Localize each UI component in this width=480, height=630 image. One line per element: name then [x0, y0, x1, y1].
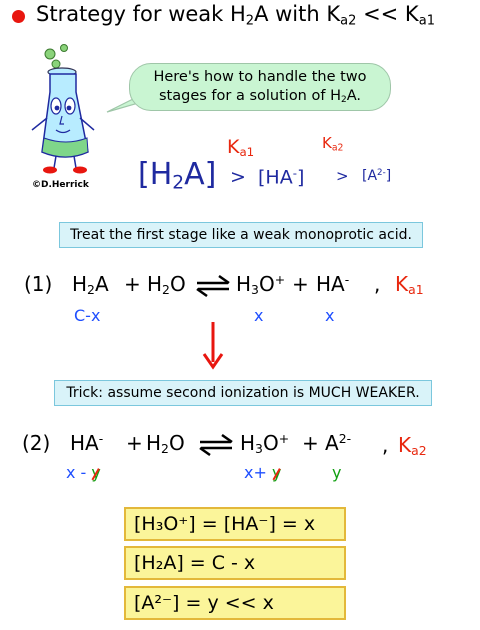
note-trick: Trick: assume second ionization is MUCH …	[54, 380, 432, 406]
eq1-ha: HA-	[316, 272, 350, 296]
eq1-comma: ,	[374, 272, 381, 296]
speech-bubble: Here's how to handle the two stages for …	[129, 63, 391, 111]
eq2-plus-2: +	[302, 431, 319, 455]
eq1-under-x-2: x	[325, 306, 335, 325]
eq1-under-cx: C-x	[74, 306, 101, 325]
eq1-h2o: H2O	[147, 272, 186, 298]
note-first-stage: Treat the first stage like a weak monopr…	[59, 222, 423, 248]
slide-title: Strategy for weak H2A with Ka2 << Ka1	[36, 2, 435, 29]
bullet-icon	[12, 10, 25, 23]
eq2-comma: ,	[382, 433, 389, 457]
h2a-concentration: [H2A]	[138, 157, 217, 194]
ka1-label: Ka1	[227, 136, 255, 159]
greater-than-1: >	[230, 166, 246, 188]
result-a2: [A²⁻] = y << x	[124, 586, 346, 620]
eq2-ha: HA-	[70, 431, 104, 455]
result-h2a: [H₂A] = C - x	[124, 546, 346, 580]
eq2-a2: A2-	[325, 431, 352, 455]
eq1-plus-2: +	[292, 272, 309, 296]
eq2-under-y: y	[332, 463, 342, 482]
eq2-h2o: H2O	[146, 431, 185, 457]
eq1-ka1: Ka1	[395, 272, 424, 298]
eq1-under-x-1: x	[254, 306, 264, 325]
bubble-line-1: Here's how to handle the two	[153, 69, 367, 85]
equilibrium-arrow-icon	[196, 275, 230, 297]
down-arrow-icon	[202, 322, 224, 370]
eq2-plus-1: +	[126, 431, 143, 455]
result-h3o-ha: [H₃O⁺] = [HA⁻] = x	[124, 507, 346, 541]
ka2-label: Ka2	[322, 134, 344, 154]
flask-mascot-icon	[31, 44, 95, 174]
ha-concentration: [HA-]	[258, 166, 305, 189]
eq2-h3o: H3O+	[240, 431, 290, 457]
eq1-number: (1)	[24, 272, 53, 296]
greater-than-2: >	[336, 167, 349, 185]
bubble-line-2: stages for a solution of H2A.	[159, 88, 361, 106]
eq2-under-x-plus-y: x+ y	[244, 463, 282, 482]
eq2-under-x-minus-y: x - y	[66, 463, 101, 482]
eq2-number: (2)	[22, 431, 51, 455]
eq1-plus-1: +	[124, 272, 141, 296]
equilibrium-arrow-2-icon	[199, 434, 233, 456]
eq2-ka2: Ka2	[398, 433, 427, 459]
author-credit: ©D.Herrick	[32, 180, 89, 190]
a2-concentration: [A2-]	[362, 168, 392, 184]
eq1-h2a: H2A	[72, 272, 109, 298]
eq1-h3o: H3O+	[236, 272, 286, 298]
